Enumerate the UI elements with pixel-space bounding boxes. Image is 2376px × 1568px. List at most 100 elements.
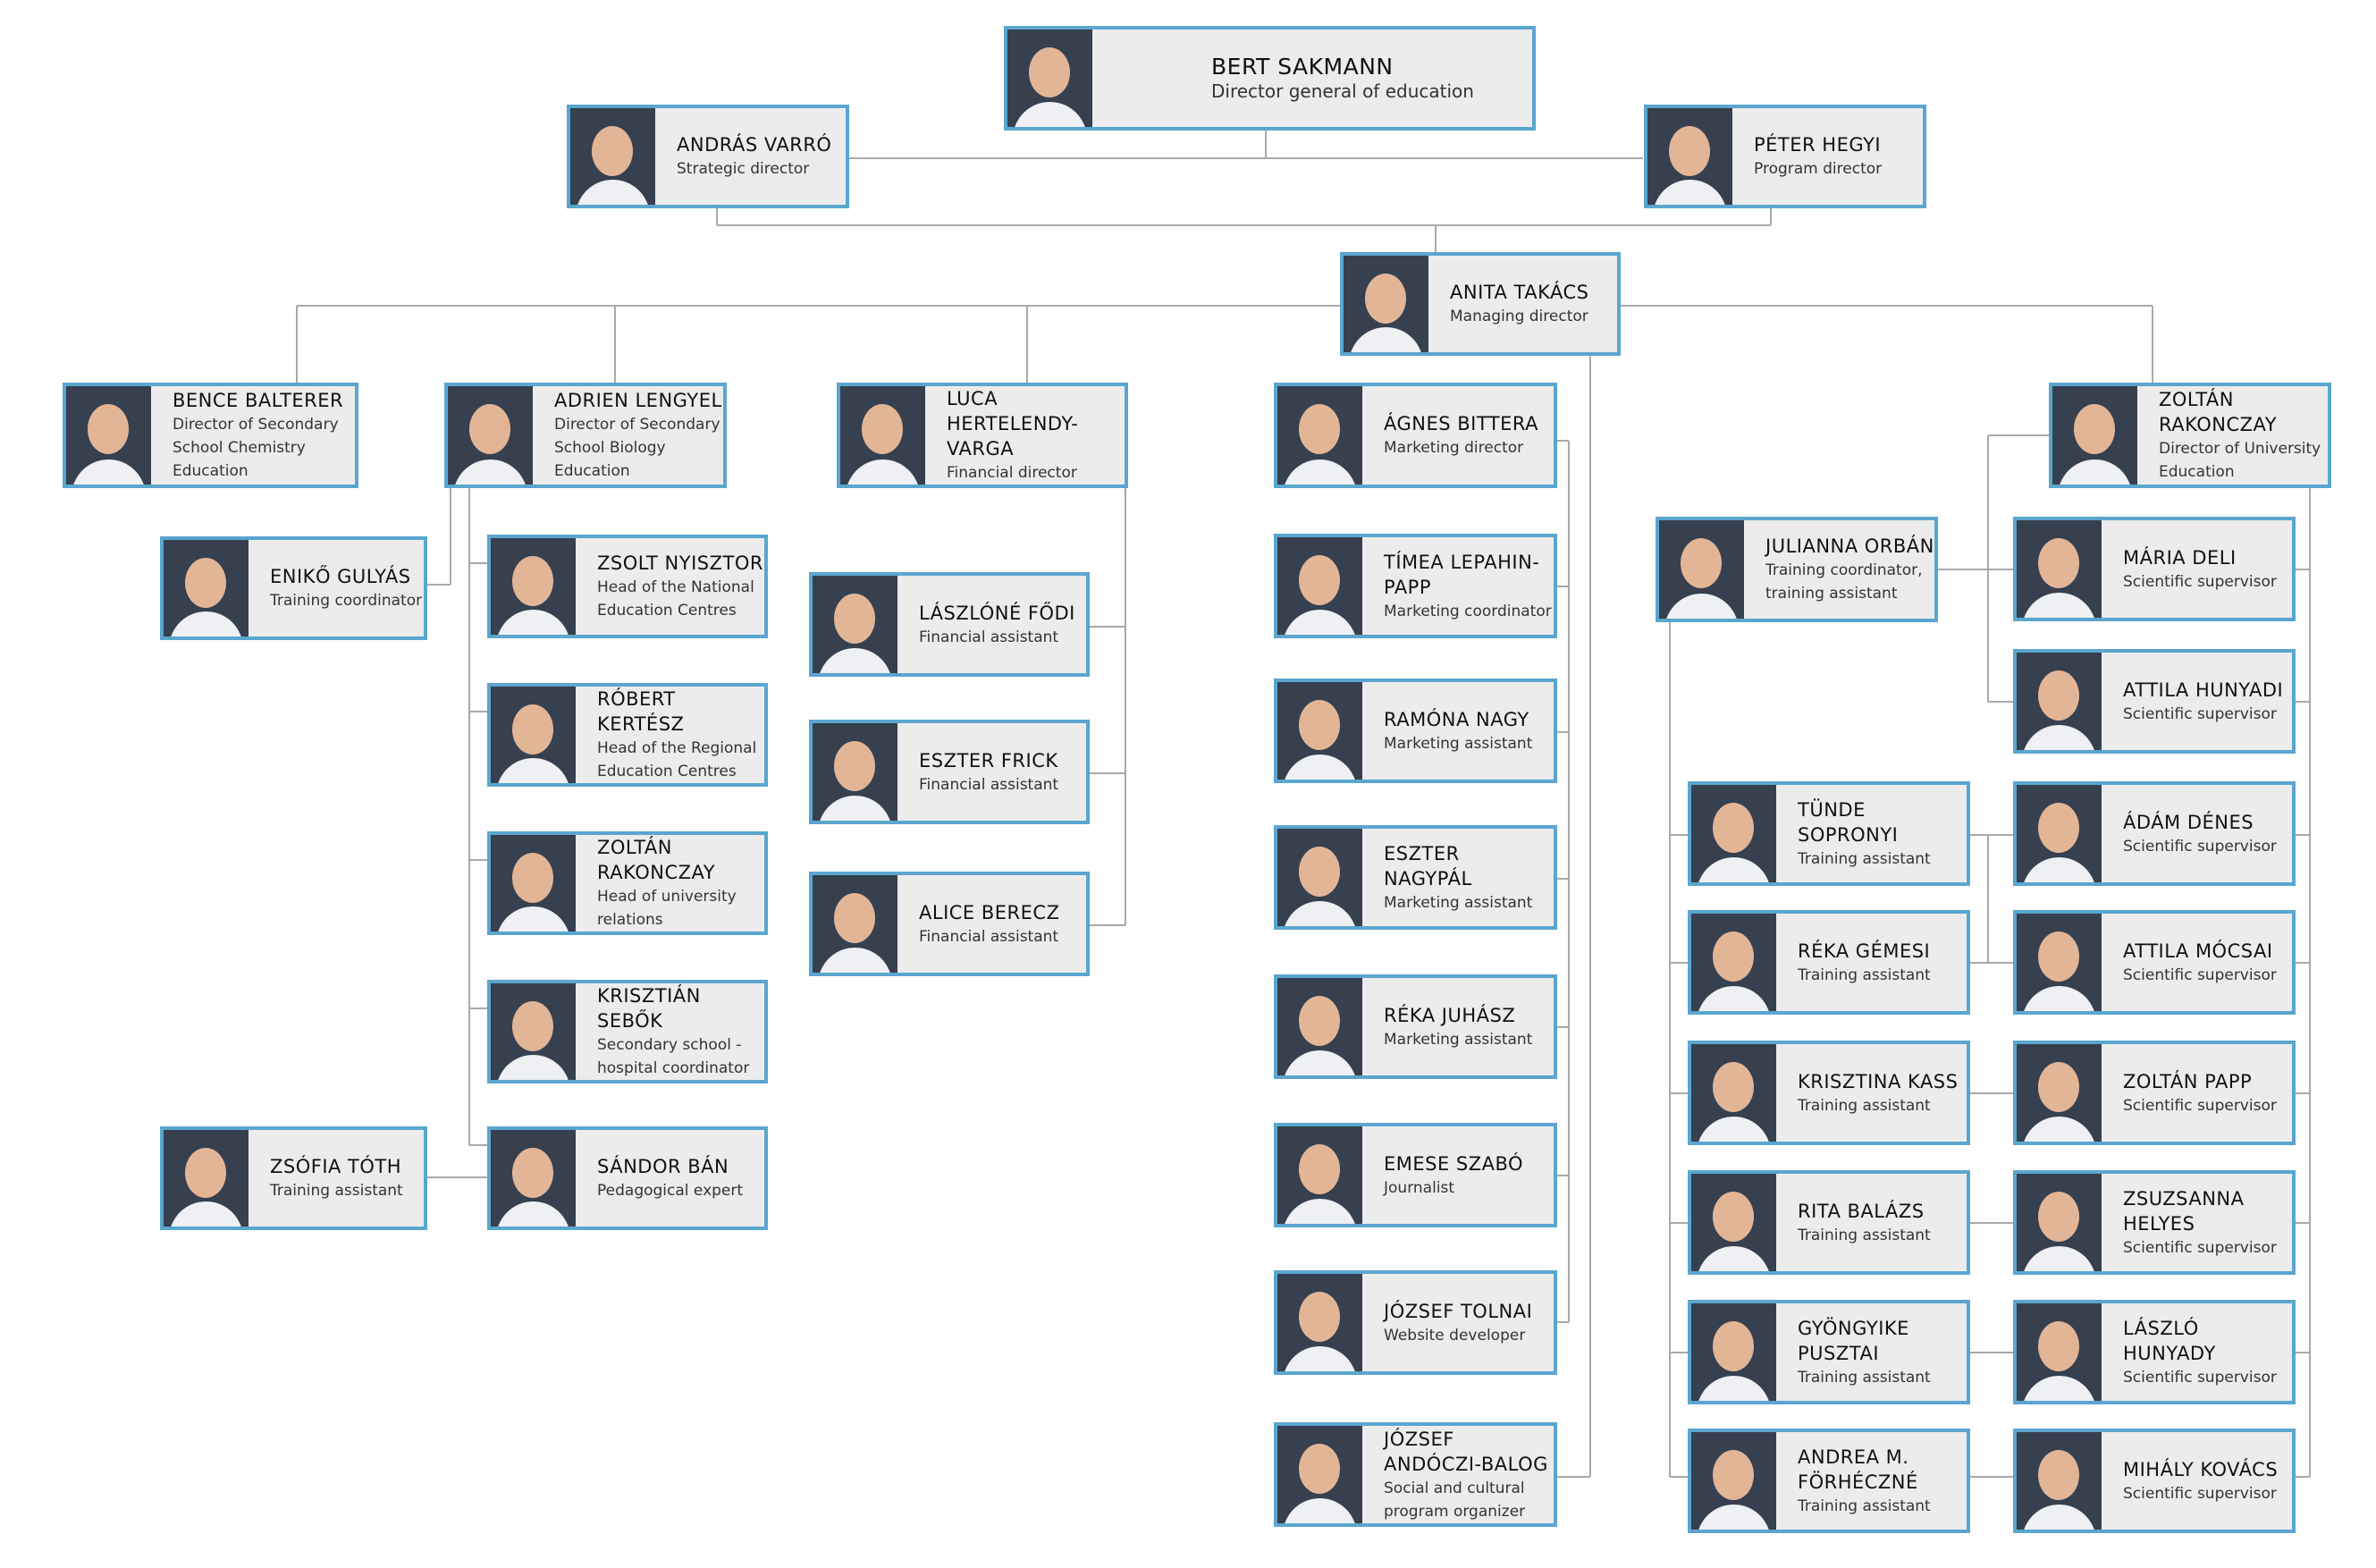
photo-reka-gemesi xyxy=(1691,914,1776,1011)
person-name: MIHÁLY KOVÁCS xyxy=(2123,1458,2279,1480)
person-name: ÁDÁM DÉNES xyxy=(2123,811,2254,833)
person-role: Marketing assistant xyxy=(1384,734,1533,753)
card-sandor-ban: SÁNDOR BÁN Pedagogical expert xyxy=(487,1126,768,1230)
person-name: RÓBERT KERTÉSZ xyxy=(597,688,685,735)
person-role: Scientific supervisor xyxy=(2123,704,2277,723)
person-role: Scientific supervisor xyxy=(2123,572,2277,591)
person-name: ZSUZSANNA HELYES xyxy=(2123,1187,2245,1235)
photo-eszter-nagypal xyxy=(1277,829,1362,926)
person-name: TÜNDE SOPRONYI xyxy=(1798,798,1899,846)
photo-zoltan-rakonczay-relations xyxy=(491,835,576,932)
person-name: SÁNDOR BÁN xyxy=(597,1156,729,1177)
person-name: RAMÓNA NAGY xyxy=(1384,708,1529,730)
person-name: RÉKA GÉMESI xyxy=(1798,940,1931,962)
person-role: Financial assistant xyxy=(919,628,1059,646)
photo-laszlo-hunyady xyxy=(2017,1303,2102,1401)
photo-reka-juhasz xyxy=(1277,978,1362,1075)
card-mihaly-kovacs: MIHÁLY KOVÁCS Scientific supervisor xyxy=(2013,1429,2296,1533)
person-role: Training assistant xyxy=(1798,1496,1931,1515)
person-role: Managing director xyxy=(1450,308,1588,325)
person-role: Training assistant xyxy=(270,1182,403,1200)
photo-alice-berecz xyxy=(813,875,897,973)
photo-sandor-ban xyxy=(491,1130,576,1227)
person-role: Financial director xyxy=(947,464,1077,482)
person-name: TÍMEA LEPAHIN-PAPP xyxy=(1384,551,1540,598)
person-role: Training coordinator xyxy=(270,592,423,610)
person-name: JULIANNA ORBÁN xyxy=(1765,535,1934,557)
person-name: LUCA HERTELENDY-VARGA xyxy=(947,388,1079,459)
person-role: Marketing assistant xyxy=(1384,1030,1533,1049)
person-name: PÉTER HEGYI xyxy=(1754,134,1882,156)
person-name: ADRIEN LENGYEL xyxy=(554,390,722,411)
photo-rita-balazs xyxy=(1691,1174,1776,1271)
person-role: Director of Secondary School Biology Edu… xyxy=(554,416,720,480)
photo-andras-varro xyxy=(570,108,655,205)
person-name: KRISZTIÁN SEBŐK xyxy=(597,985,701,1032)
photo-jozsef-andoczi-balog xyxy=(1277,1426,1362,1523)
person-role: Scientific supervisor xyxy=(2123,1096,2277,1115)
person-name: BERT SAKMANN xyxy=(1211,53,1394,80)
photo-krisztina-kass xyxy=(1691,1044,1776,1142)
person-role: Pedagogical expert xyxy=(597,1182,744,1200)
photo-peter-hegyi xyxy=(1647,108,1732,205)
card-ramona-nagy: RAMÓNA NAGY Marketing assistant xyxy=(1274,679,1557,783)
person-role: Director general of education xyxy=(1211,80,1474,102)
card-zsofia-toth: ZSÓFIA TÓTH Training assistant xyxy=(160,1126,427,1230)
person-role: Social and cultural program organizer xyxy=(1384,1479,1526,1521)
person-role: Website developer xyxy=(1384,1326,1526,1345)
person-name: MÁRIA DELI xyxy=(2123,546,2237,569)
person-name: ENIKŐ GULYÁS xyxy=(270,566,411,587)
person-name: ZSÓFIA TÓTH xyxy=(270,1156,402,1177)
person-role: Financial assistant xyxy=(919,775,1059,794)
person-role: Financial assistant xyxy=(919,927,1059,946)
person-role: Scientific supervisor xyxy=(2123,965,2277,984)
card-reka-juhasz: RÉKA JUHÁSZ Marketing assistant xyxy=(1274,974,1557,1079)
person-role: Marketing director xyxy=(1384,439,1524,457)
photo-agnes-bittera xyxy=(1277,386,1362,485)
person-role: Scientific supervisor xyxy=(2123,1484,2277,1503)
person-role: Training assistant xyxy=(1798,965,1931,984)
person-name: ESZTER NAGYPÁL xyxy=(1384,842,1472,889)
person-role: Training assistant xyxy=(1798,1096,1931,1115)
photo-timea-lepahin-papp xyxy=(1277,537,1362,635)
photo-laszlone-fodi xyxy=(813,576,897,673)
photo-bert-sakmann xyxy=(1007,30,1092,127)
person-name: LÁSZLÓNÉ FŐDI xyxy=(919,602,1075,624)
person-name: JÓZSEF ANDÓCZI-BALOG xyxy=(1384,1428,1548,1475)
person-role: Journalist xyxy=(1384,1178,1455,1197)
person-name: RÉKA JUHÁSZ xyxy=(1384,1004,1516,1026)
card-luca-hertelendy-varga: LUCA HERTELENDY-VARGA Financial director xyxy=(837,383,1128,488)
person-name: ZOLTÁN RAKONCZAY xyxy=(2159,389,2278,435)
person-role: Training assistant xyxy=(1798,1368,1931,1387)
photo-attila-hunyadi xyxy=(2017,653,2102,750)
photo-anita-takacs xyxy=(1344,256,1428,352)
person-role: Head of the Regional Education Centres xyxy=(597,739,757,780)
photo-adrien-lengyel xyxy=(448,386,533,485)
photo-zsolt-nyisztor xyxy=(491,538,576,635)
person-name: GYÖNGYIKE PUSZTAI xyxy=(1798,1317,1909,1364)
card-maria-deli: MÁRIA DELI Scientific supervisor xyxy=(2013,517,2296,621)
photo-krisztian-sebok xyxy=(491,983,576,1080)
